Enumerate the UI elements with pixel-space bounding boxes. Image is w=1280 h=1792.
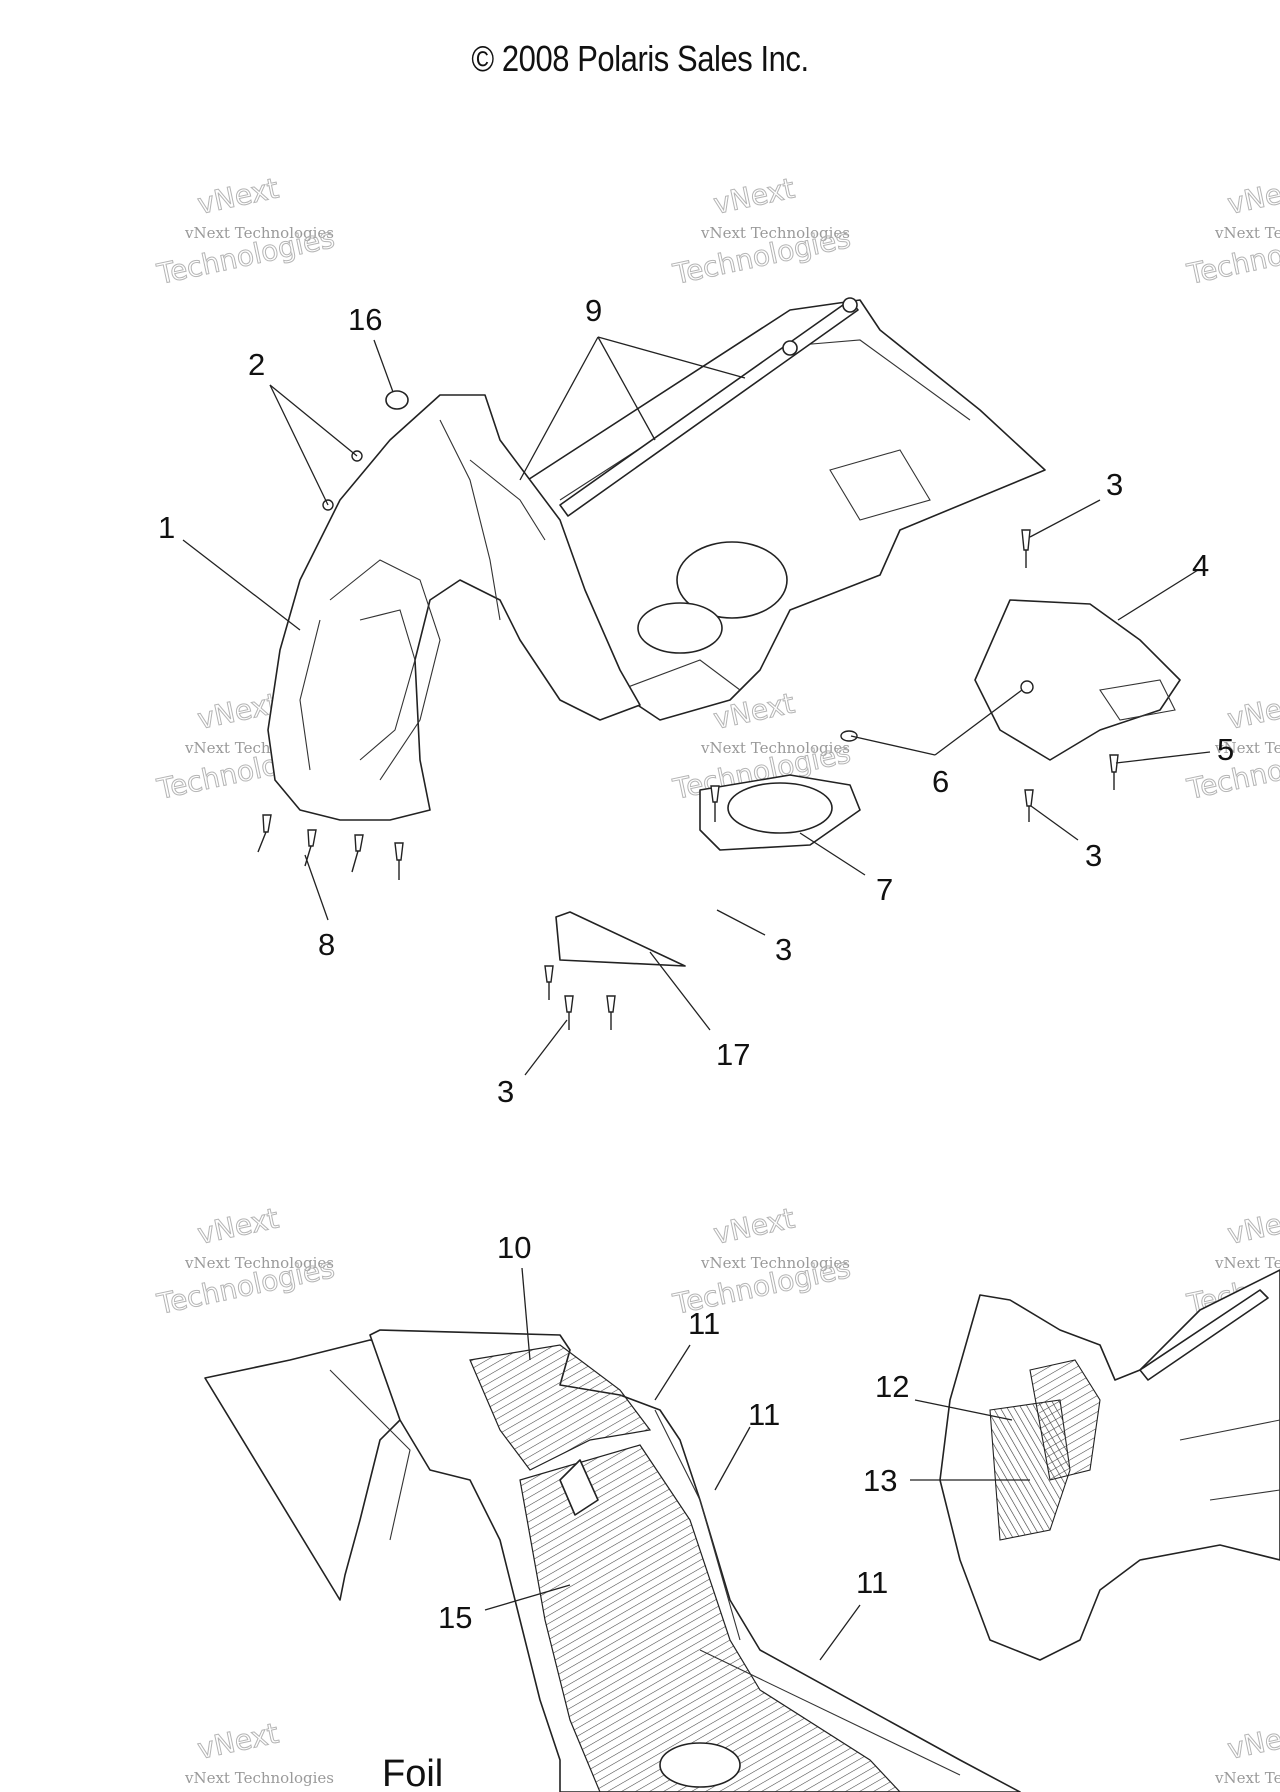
- top-exploded-view: 16 2 9 1 3 4 5 6 3 7 3 8 17 3: [158, 293, 1234, 1109]
- foil-label: Foil: [382, 1753, 443, 1792]
- callout-16: 16: [348, 302, 382, 337]
- foil-main-body: [369, 1329, 1021, 1792]
- callout-1: 1: [158, 510, 175, 545]
- foil-left-panel: [204, 1339, 421, 1601]
- watermark: vNext vNext Technologies Technologies: [669, 1201, 854, 1321]
- watermark-text: vNext Technologies: [700, 739, 850, 757]
- copyright-text: © 2008 Polaris Sales Inc.: [471, 38, 809, 79]
- part-17-bracket: [555, 911, 686, 967]
- watermark: vNext vNext Technologies: [184, 1716, 334, 1787]
- watermark: vNext vNext Technologies Technologies: [153, 171, 338, 291]
- watermark-text: vNext Technologies: [184, 1769, 334, 1787]
- watermark-logo-text: vNext: [195, 1717, 282, 1766]
- callout-11: 11: [688, 1306, 720, 1341]
- bottom-foil-view: 10 11 11 12 13 15 11 Foil: [204, 1230, 1280, 1792]
- callout-15: 15: [438, 1600, 472, 1635]
- callout-3: 3: [1106, 467, 1123, 502]
- watermark: vNext vNext Technologies Technologies: [669, 171, 854, 291]
- watermark-text: vNext Technologies: [700, 224, 850, 242]
- watermark-text: vNext Technologies: [1214, 739, 1280, 757]
- callout-2: 2: [248, 347, 265, 382]
- leader-lines: [182, 336, 1211, 1076]
- watermark-logo-text: vNext: [1225, 687, 1280, 736]
- callout-numbers: 16 2 9 1 3 4 5 6 3 7 3 8 17 3: [158, 293, 1234, 1109]
- callout-13: 13: [863, 1463, 897, 1498]
- callout-3: 3: [1085, 838, 1102, 873]
- part-9-floor-panel: [519, 297, 1046, 721]
- foil-right-assembly: [939, 1269, 1280, 1661]
- leader-lines-foil: [484, 1267, 1030, 1661]
- watermark-text: vNext Technologies: [1214, 224, 1280, 242]
- watermark-text: vNext Technologies: [184, 1254, 334, 1272]
- watermark-text: vNext Technologies: [1214, 1254, 1280, 1272]
- watermark: vNext vNext Technologies Technologies: [153, 1201, 338, 1321]
- watermark-logo-text: vNext: [1225, 1717, 1280, 1766]
- callout-7: 7: [876, 872, 893, 907]
- callout-9: 9: [585, 293, 602, 328]
- callout-3: 3: [497, 1074, 514, 1109]
- watermarks: vNext vNext Technologies Technologies vN…: [153, 171, 1280, 1787]
- callout-8: 8: [318, 927, 335, 962]
- part-6-nut: [840, 730, 858, 742]
- watermark: vNext vNext Technologies Technologies: [1183, 171, 1280, 291]
- part-1-side-panel: [267, 394, 641, 821]
- part-16-grommet: [385, 390, 409, 410]
- watermark-logo-text: vNext: [195, 172, 282, 221]
- part-7-ring: [699, 774, 861, 851]
- watermark-text: vNext Technologies: [184, 224, 334, 242]
- callout-10: 10: [497, 1230, 531, 1265]
- callout-3: 3: [775, 932, 792, 967]
- callout-12: 12: [875, 1369, 909, 1404]
- watermark-logo-text: vNext: [711, 1202, 798, 1251]
- callout-5: 5: [1217, 732, 1234, 767]
- callout-11: 11: [748, 1397, 780, 1432]
- callout-4: 4: [1192, 548, 1209, 583]
- fasteners: [257, 529, 1119, 1030]
- watermark-logo-text: vNext: [711, 172, 798, 221]
- callout-numbers-foil: 10 11 11 12 13 15 11 Foil: [382, 1230, 909, 1792]
- watermark-text: vNext Technologies: [1214, 1769, 1280, 1787]
- callout-11: 11: [856, 1565, 888, 1600]
- watermark: vNext vNext Technologies: [1214, 1716, 1280, 1787]
- watermark-logo-text: vNext: [1225, 1202, 1280, 1251]
- part-4-cover: [974, 599, 1181, 761]
- callout-6: 6: [932, 764, 949, 799]
- callout-17: 17: [716, 1037, 750, 1072]
- watermark-logo-text: vNext: [195, 1202, 282, 1251]
- watermark-text: vNext Technologies: [700, 1254, 850, 1272]
- watermark-logo-text: vNext: [1225, 172, 1280, 221]
